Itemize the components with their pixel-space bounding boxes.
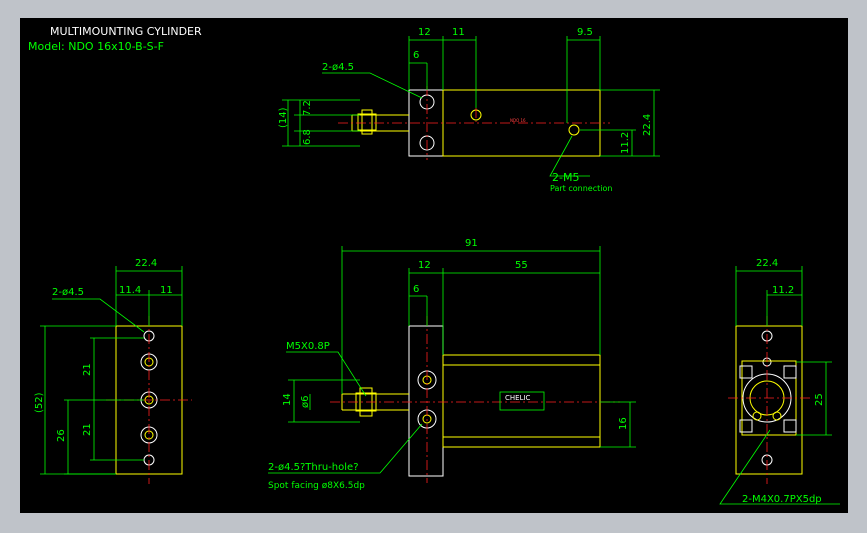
dim-52: (52) — [34, 392, 45, 413]
thread-hole — [752, 411, 762, 421]
right-view-body — [735, 325, 803, 475]
cad-drawing-canvas[interactable]: MULTIMOUNTING CYLINDER Model: NDO 16x10-… — [20, 18, 848, 513]
dim-11-2: 11.2 — [620, 132, 631, 154]
front-view: CHELIC 91 12 55 6 M5X0.8P 14 ø6 16 — [268, 238, 636, 491]
dim-9-5: 9.5 — [577, 27, 593, 38]
dim-11-4: 11.4 — [119, 285, 141, 296]
dim-26: 26 — [56, 429, 67, 442]
port-label: 2-M5 — [552, 171, 579, 184]
dim-22-4: 22.4 — [756, 258, 778, 269]
thread-hole — [772, 411, 782, 421]
spot-label: Spot facing ø8X6.5dp — [268, 481, 365, 491]
dim-91: 91 — [465, 238, 478, 249]
dim-11-2: 11.2 — [772, 285, 794, 296]
dim-21a: 21 — [82, 363, 93, 376]
thread-label: 2-M4X0.7PX5dp — [742, 494, 822, 505]
left-view: 22.4 11.4 11 2-ø4.5 (52) 26 21 21 — [34, 258, 192, 484]
model-label: Model: NDO 16x10-B-S-F — [28, 40, 164, 53]
dim-55: 55 — [515, 260, 528, 271]
drawing-title: MULTIMOUNTING CYLINDER — [50, 25, 202, 38]
dim-6: 6 — [413, 284, 419, 295]
dim-25: 25 — [814, 393, 825, 406]
dim-16: 16 — [618, 417, 629, 430]
port-sub: Part connection — [550, 184, 612, 193]
dim-11: 11 — [452, 27, 465, 38]
dim-6: 6 — [413, 50, 419, 61]
hole-label: 2-ø4.5 — [322, 62, 354, 73]
dim-22-4: 22.4 — [135, 258, 157, 269]
dim-11: 11 — [160, 285, 173, 296]
dim-12: 12 — [418, 260, 431, 271]
top-view: NDO 16 12 11 9.5 6 2-ø4.5 (14) 6.8 7.2 — [278, 27, 660, 193]
dim-21b: 21 — [82, 423, 93, 436]
dim-6-8: 6.8 — [302, 129, 313, 145]
dim-7-2: 7.2 — [302, 100, 313, 116]
brand-plate — [499, 391, 545, 411]
thread-label: M5X0.8P — [286, 341, 330, 352]
port-hole — [568, 124, 580, 136]
dim-14-ref: (14) — [278, 107, 289, 128]
dim-phi6: ø6 — [300, 396, 311, 408]
hole-label: 2-ø4.5 — [52, 287, 84, 298]
front-view-body — [442, 354, 601, 448]
hole-label: 2-ø4.5?Thru-hole? — [268, 462, 359, 473]
brand-label: CHELIC — [505, 394, 531, 402]
right-view: 22.4 11.2 25 2-M4X0.7PX5dp — [719, 258, 840, 505]
front-view-flange — [408, 325, 444, 477]
dim-22-4: 22.4 — [642, 114, 653, 136]
body-mark: NDO 16 — [510, 118, 526, 123]
dim-14: 14 — [282, 393, 293, 406]
dim-12: 12 — [418, 27, 431, 38]
cad-drawing: MULTIMOUNTING CYLINDER Model: NDO 16x10-… — [28, 25, 840, 505]
